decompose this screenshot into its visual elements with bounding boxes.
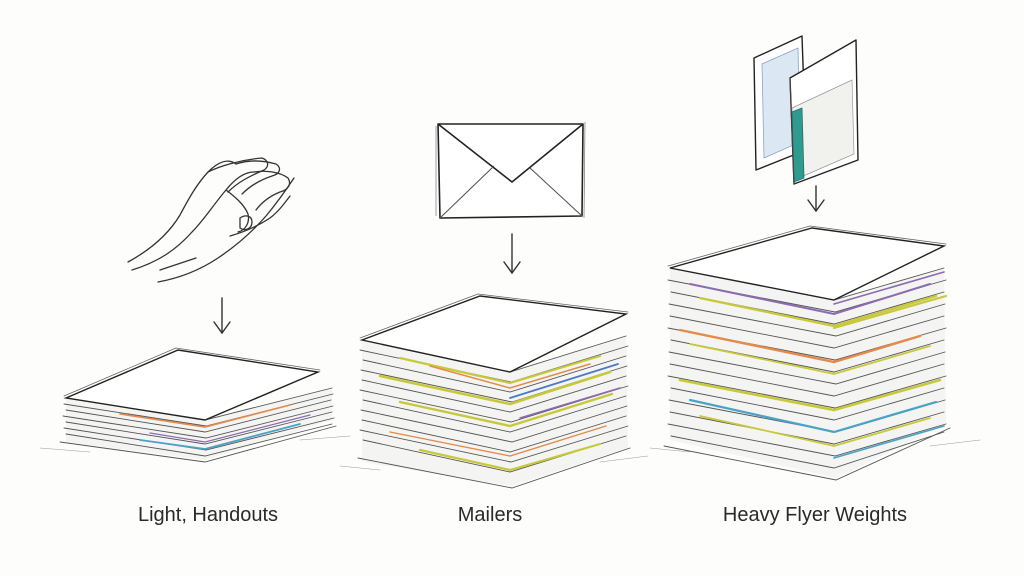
paper-stack-light <box>39 347 351 463</box>
arrow-down-icon <box>503 233 521 275</box>
paper-stack-mailers <box>339 293 649 489</box>
caption-heavy-flyer-weights: Heavy Flyer Weights <box>722 504 908 526</box>
hands-icon <box>127 157 295 283</box>
arrow-down-icon <box>807 185 825 213</box>
folded-flyer-icon <box>753 35 859 185</box>
paper-stack-heavy <box>649 225 981 481</box>
arrow-down-icon <box>213 297 231 335</box>
caption-mailers: Mailers <box>457 504 523 526</box>
envelope-icon <box>435 121 586 219</box>
caption-light-handouts: Light, Handouts <box>137 504 279 526</box>
light-group <box>39 157 351 463</box>
mailers-group <box>339 121 649 489</box>
heavy-group <box>649 35 981 481</box>
